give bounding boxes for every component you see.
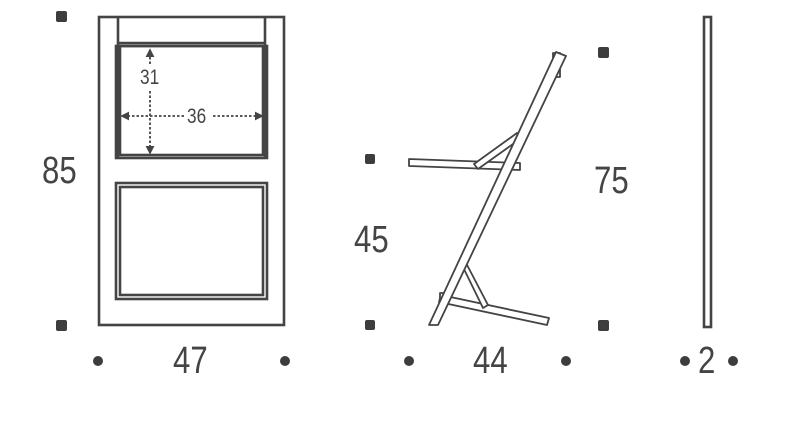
dot-side-depth-left <box>404 356 414 366</box>
dot-front-top-left <box>56 11 67 22</box>
front-width-label: 47 <box>173 340 208 382</box>
rear-foot-bar <box>438 294 550 326</box>
inner-height-label: 31 <box>140 66 160 89</box>
front-view <box>97 15 286 327</box>
dot-side-bottom-right <box>598 320 609 331</box>
dot-front-width-left <box>93 356 103 366</box>
dot-folded-left <box>680 356 690 366</box>
front-outer-frame <box>97 15 286 327</box>
main-leg <box>428 51 567 326</box>
depth-label: 44 <box>473 340 508 382</box>
seat-height-label: 45 <box>354 219 389 261</box>
front-height-label: 85 <box>42 150 77 192</box>
folded-thickness-label: 2 <box>698 340 716 382</box>
backrest-panel-inner <box>118 44 265 157</box>
dot-side-depth-right <box>561 356 571 366</box>
dot-side-top-right <box>598 47 609 58</box>
marker-dots <box>56 11 738 366</box>
dot-side-seat-left <box>365 154 375 164</box>
dot-front-bottom-left <box>56 320 67 331</box>
folded-chair-profile <box>702 15 713 329</box>
dot-folded-right <box>728 356 738 366</box>
folded-view <box>702 15 713 329</box>
dot-front-width-right <box>280 356 290 366</box>
total-height-label: 75 <box>594 160 629 202</box>
seat-panel-inner <box>118 185 265 297</box>
seat-panel-outer <box>114 181 269 301</box>
side-view <box>408 51 567 326</box>
dot-side-bottom-left <box>365 320 375 330</box>
inner-dimension-arrows <box>120 48 264 155</box>
backrest-panel-outer <box>114 44 269 160</box>
inner-width-label: 36 <box>187 105 207 128</box>
